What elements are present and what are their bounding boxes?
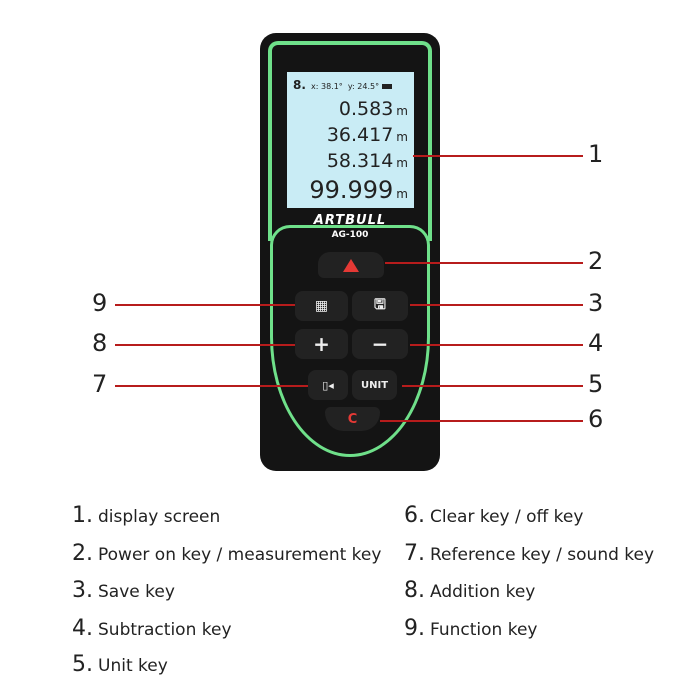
callout-line-9: [115, 304, 295, 306]
clear-button[interactable]: C: [325, 407, 380, 431]
legend-item-5: 5.Unit key: [72, 652, 168, 677]
callout-line-3: [410, 304, 583, 306]
callout-3: 3: [588, 289, 604, 317]
legend-item-9: 9.Function key: [404, 616, 538, 641]
callout-line-2: [385, 262, 583, 264]
addition-button[interactable]: +: [295, 329, 348, 359]
callout-line-8: [115, 344, 295, 346]
legend-item-7: 7.Reference key / sound key: [404, 541, 655, 566]
measure-button[interactable]: [318, 252, 384, 278]
reference-sound-icon: ▯◂: [322, 378, 334, 392]
floppy-disk-icon: 🖫: [374, 297, 386, 313]
callout-4: 4: [588, 329, 604, 357]
legend-item-6: 6.Clear key / off key: [404, 503, 584, 528]
reference-button[interactable]: ▯◂: [308, 370, 348, 400]
callout-line-7: [115, 385, 308, 387]
mode-indicator: 8.: [293, 78, 306, 92]
tilt-x: x: 38.1°: [311, 82, 343, 91]
laser-icon: [343, 258, 359, 272]
callout-line-1: [413, 155, 583, 157]
unit-button[interactable]: UNIT: [352, 370, 397, 400]
green-rim: [268, 41, 432, 241]
callout-line-4: [410, 344, 583, 346]
callout-2: 2: [588, 247, 604, 275]
subtraction-button[interactable]: −: [352, 329, 408, 359]
legend-item-1: 1.display screen: [72, 503, 221, 528]
legend-item-3: 3.Save key: [72, 578, 175, 603]
callout-9: 9: [92, 289, 108, 317]
brand-logo: ARTBULL: [313, 213, 387, 228]
keypad-outline: [270, 225, 430, 457]
callout-8: 8: [92, 329, 108, 357]
callout-line-5: [402, 385, 583, 387]
legend-item-4: 4.Subtraction key: [72, 616, 232, 641]
save-button[interactable]: 🖫: [352, 291, 408, 321]
callout-6: 6: [588, 405, 604, 433]
battery-icon: [381, 84, 392, 89]
legend-item-8: 8.Addition key: [404, 578, 536, 603]
callout-line-6: [380, 420, 583, 422]
callout-7: 7: [92, 370, 108, 398]
tilt-y: y: 24.5°: [347, 82, 380, 91]
grid-icon: ▦: [314, 298, 329, 314]
model-label: AG-100: [331, 230, 369, 240]
function-button[interactable]: ▦: [295, 291, 348, 321]
callout-5: 5: [588, 370, 604, 398]
callout-1: 1: [588, 140, 604, 168]
legend-item-2: 2.Power on key / measurement key: [72, 541, 382, 566]
